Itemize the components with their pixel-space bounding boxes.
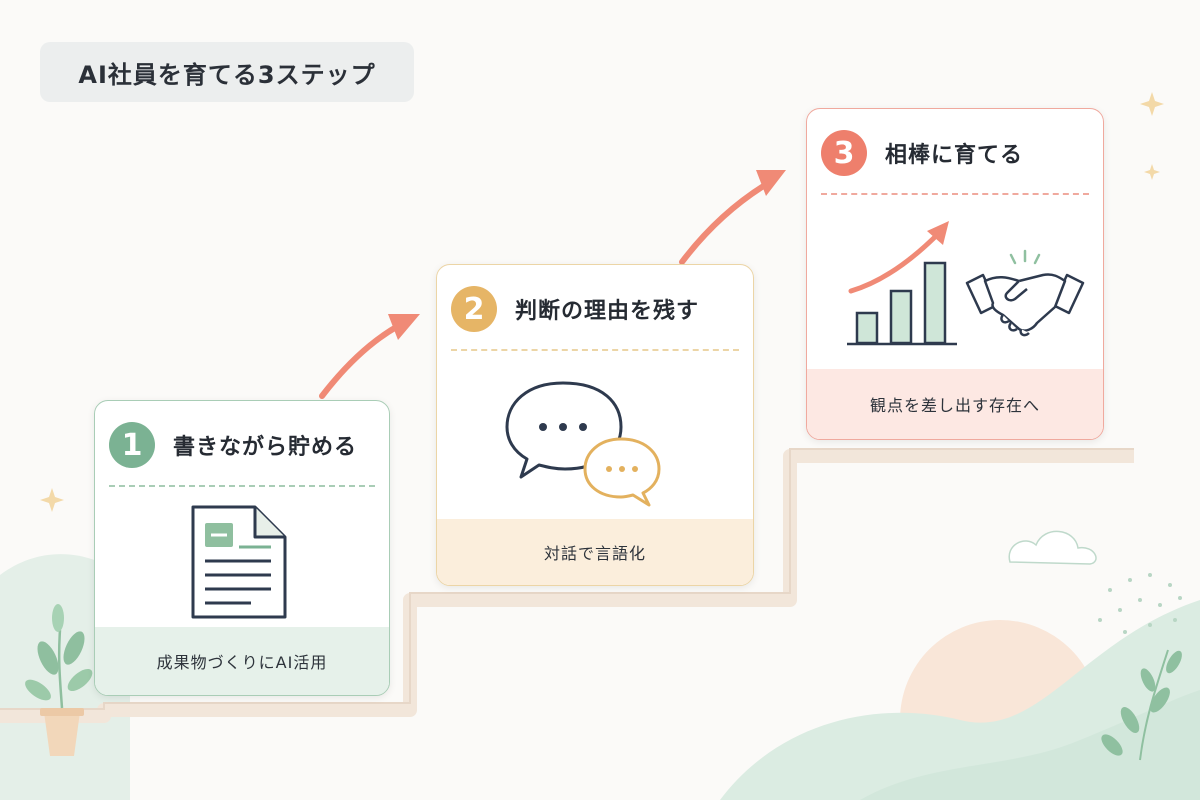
progress-arrows (319, 179, 773, 399)
step-card-1: 1 書きながら貯める 成果物づくりにAI活用 (94, 400, 390, 696)
step-caption: 成果物づくりにAI活用 (95, 627, 389, 695)
step-card-header: 2 判断の理由を残す (437, 265, 753, 353)
page-title: AI社員を育てる3ステップ (40, 42, 414, 102)
step-title: 相棒に育てる (885, 143, 1024, 168)
potted-plant (25, 604, 93, 756)
step-title: 判断の理由を残す (515, 299, 700, 324)
dot-pattern (1098, 573, 1182, 634)
step-card-header: 3 相棒に育てる (807, 109, 1103, 197)
plant-sprig (1101, 649, 1182, 761)
step-number-badge: 1 (109, 422, 155, 468)
sparkles (40, 92, 1164, 512)
step-number-badge: 2 (451, 286, 497, 332)
step-card-header: 1 書きながら貯める (95, 401, 389, 489)
arrow-head-1 (388, 314, 420, 340)
step-card-3: 3 相棒に育てる 観点を差し出す存在へ (806, 108, 1104, 440)
step-title: 書きながら貯める (173, 435, 358, 460)
handshake-icon (965, 249, 1085, 337)
step-caption: 対話で言語化 (437, 519, 753, 585)
arrow-1-to-2 (319, 323, 401, 399)
growth-chart-icon (847, 221, 957, 346)
dashed-divider (451, 349, 739, 351)
arrow-head-2 (756, 170, 786, 196)
step-number-badge: 3 (821, 130, 867, 176)
dashed-divider (821, 193, 1089, 195)
arrow-2-to-3 (679, 179, 773, 265)
chat-bubbles-icon (505, 381, 661, 507)
step-card-2: 2 判断の理由を残す 対話で言語化 (436, 264, 754, 586)
step-caption: 観点を差し出す存在へ (807, 369, 1103, 439)
document-icon (191, 505, 287, 619)
dashed-divider (109, 485, 375, 487)
cloud (1008, 530, 1097, 565)
